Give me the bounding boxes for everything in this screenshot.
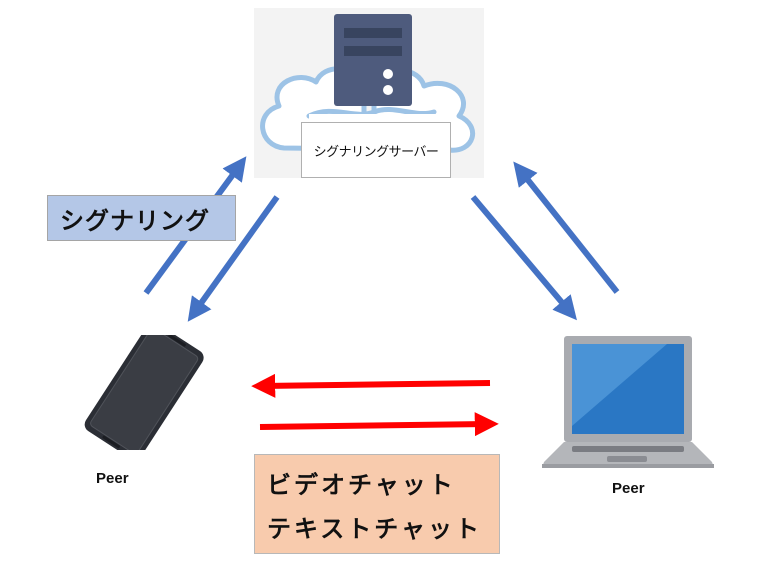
peer-label-phone: Peer: [96, 470, 129, 487]
communication-types-box: ビデオチャット テキストチャット: [254, 454, 500, 554]
signaling-label: シグナリング: [47, 195, 236, 241]
signaling-arrow-server-to-laptop: [470, 195, 577, 321]
smartphone-icon: [84, 335, 204, 450]
signaling-server-label: シグナリングサーバー: [301, 122, 451, 178]
video-chat-label: ビデオチャット: [267, 471, 456, 499]
signaling-arrow-laptop-to-server: [513, 161, 620, 294]
peer-label-laptop: Peer: [612, 480, 645, 497]
laptop-icon: [542, 336, 714, 468]
signaling-arrow-server-to-phone: [187, 195, 280, 322]
p2p-arrow-laptop-to-phone: [251, 373, 491, 398]
text-chat-label: テキストチャット: [267, 515, 483, 543]
p2p-arrow-phone-to-laptop: [259, 412, 499, 437]
